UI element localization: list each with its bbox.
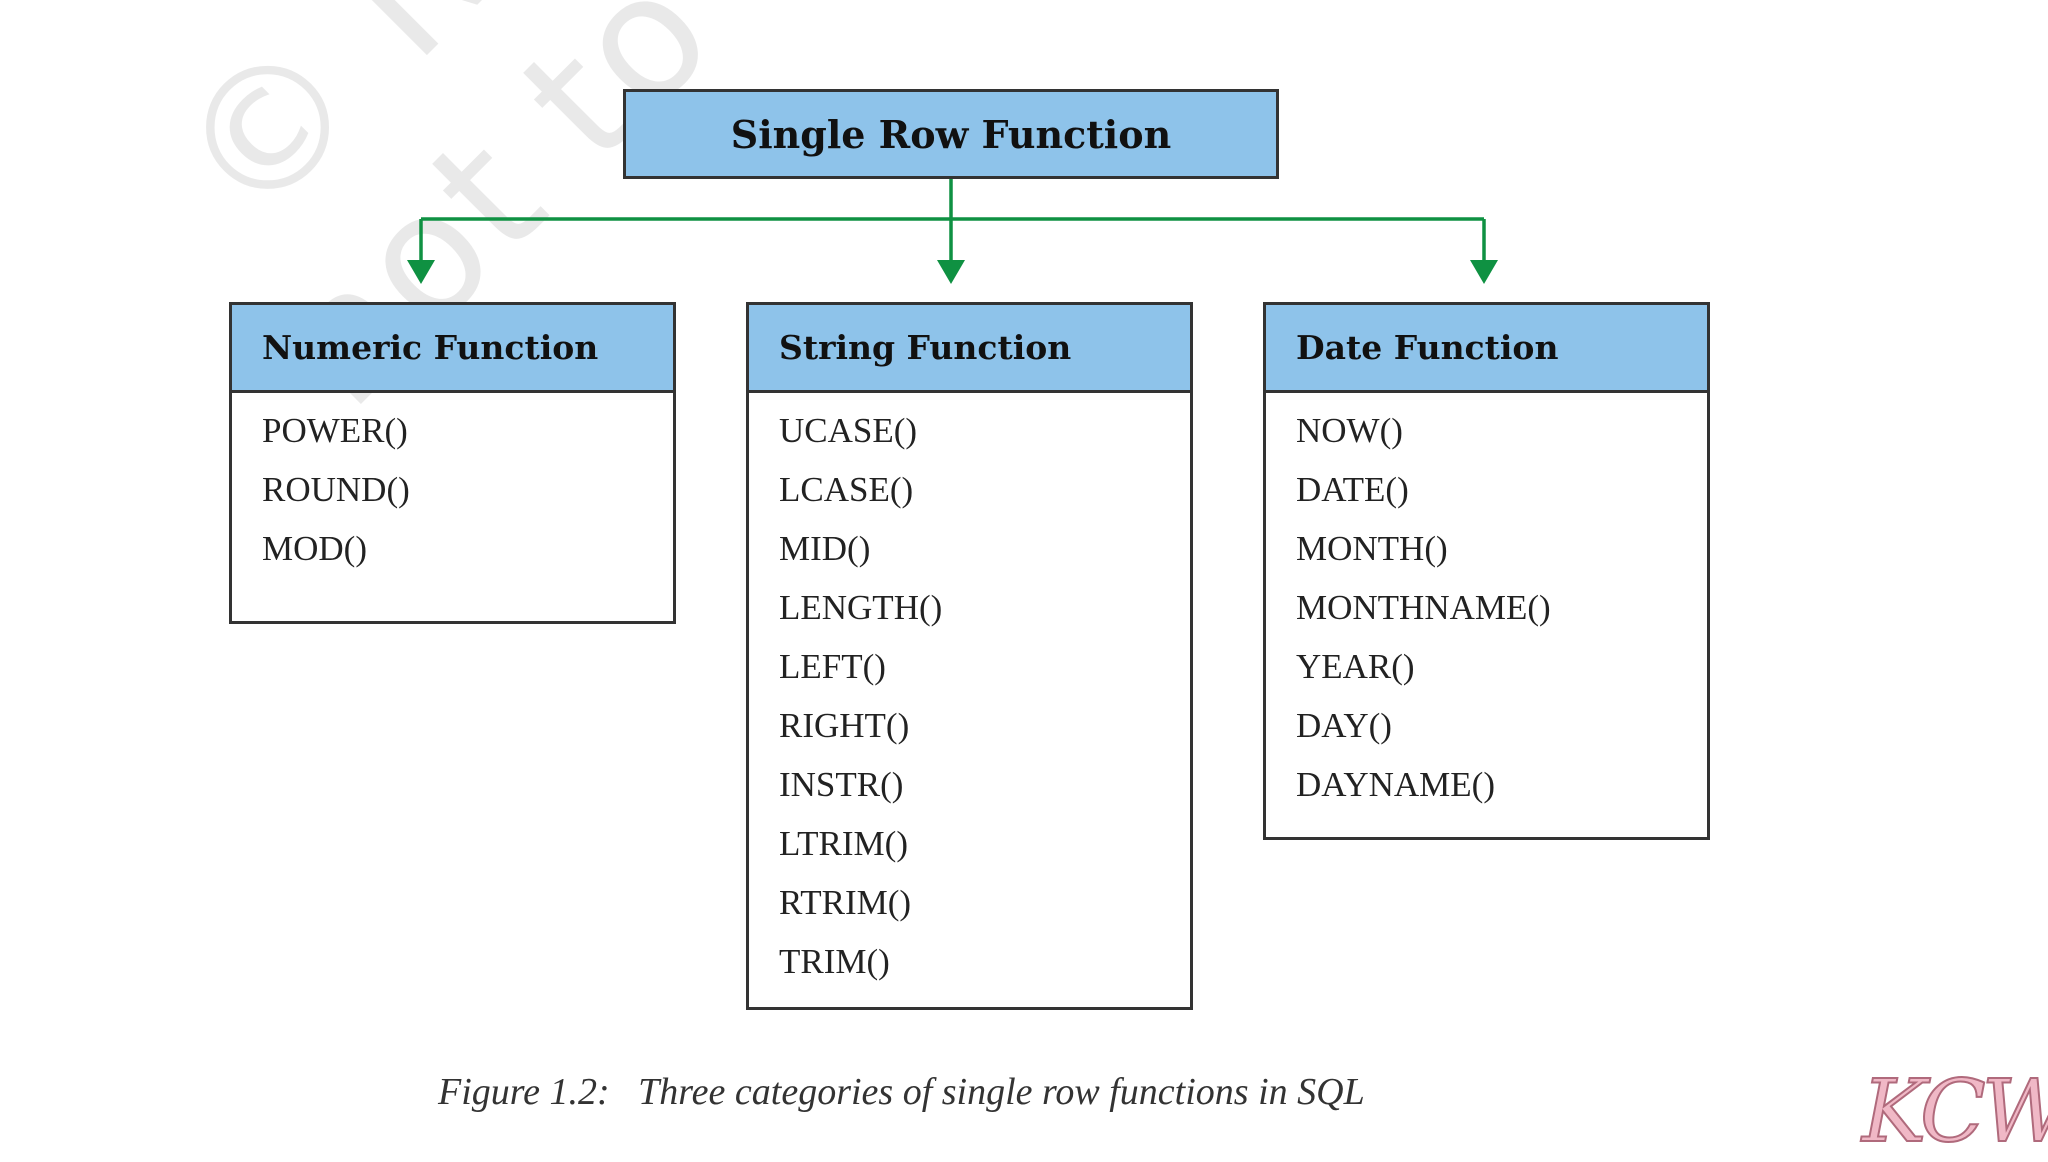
function-item: MONTH(): [1296, 529, 1448, 568]
function-item: POWER(): [262, 411, 408, 450]
function-item: MID(): [779, 529, 871, 568]
category-title: String Function: [779, 328, 1072, 367]
category-header: String Function: [749, 305, 1190, 393]
function-item: LENGTH(): [779, 588, 943, 627]
function-list: NOW() DATE() MONTH() MONTHNAME() YEAR() …: [1266, 393, 1707, 820]
arrowhead-date: [1470, 260, 1498, 284]
function-item: INSTR(): [779, 765, 904, 804]
function-item: ROUND(): [262, 470, 410, 509]
category-box-numeric: Numeric Function POWER() ROUND() MOD(): [229, 302, 676, 624]
root-node-single-row-function: Single Row Function: [623, 89, 1279, 179]
kcw-logo: KCW: [1861, 1061, 2048, 1162]
connector-arrowheads: [407, 260, 1498, 284]
function-item: LTRIM(): [779, 824, 908, 863]
category-header: Date Function: [1266, 305, 1707, 393]
category-header: Numeric Function: [232, 305, 673, 393]
function-item: RTRIM(): [779, 883, 912, 922]
function-item: TRIM(): [779, 942, 890, 981]
function-item: RIGHT(): [779, 706, 910, 745]
function-item: MOD(): [262, 529, 367, 568]
arrowhead-numeric: [407, 260, 435, 284]
figure-caption: Figure 1.2: Three categories of single r…: [438, 1071, 1365, 1113]
arrowhead-string: [937, 260, 965, 284]
function-list: UCASE() LCASE() MID() LENGTH() LEFT() RI…: [749, 393, 1190, 997]
category-box-string: String Function UCASE() LCASE() MID() LE…: [746, 302, 1193, 1010]
category-title: Numeric Function: [262, 328, 599, 367]
function-item: YEAR(): [1296, 647, 1415, 686]
function-item: DAY(): [1296, 706, 1392, 745]
function-item: LCASE(): [779, 470, 914, 509]
category-title: Date Function: [1296, 328, 1559, 367]
function-item: NOW(): [1296, 411, 1403, 450]
function-list: POWER() ROUND() MOD(): [232, 393, 673, 584]
function-item: UCASE(): [779, 411, 918, 450]
root-node-label: Single Row Function: [730, 111, 1172, 157]
connector-tree: [419, 179, 1486, 262]
function-item: DATE(): [1296, 470, 1409, 509]
function-item: DAYNAME(): [1296, 765, 1495, 804]
function-item: MONTHNAME(): [1296, 588, 1551, 627]
function-item: LEFT(): [779, 647, 886, 686]
category-box-date: Date Function NOW() DATE() MONTH() MONTH…: [1263, 302, 1710, 840]
